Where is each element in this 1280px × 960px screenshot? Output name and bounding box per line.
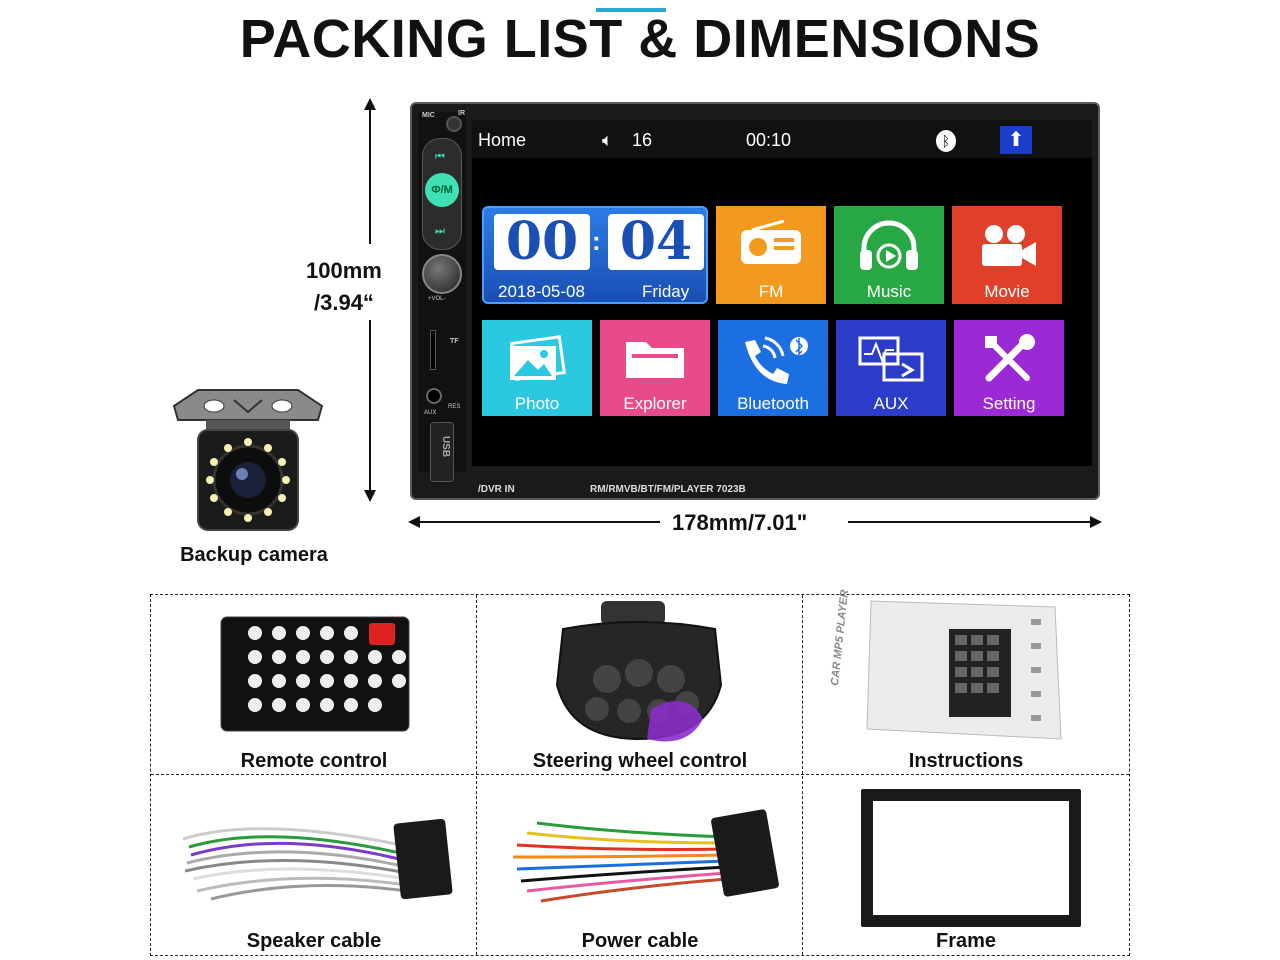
power-cable-caption: Power cable bbox=[581, 930, 699, 952]
frame-caption: Frame bbox=[935, 930, 997, 952]
width-label: 178mm/7.01" bbox=[672, 510, 808, 535]
title-accent-bar bbox=[596, 8, 666, 12]
model-label: RM/RMVB/BT/FM/PLAYER 7023B bbox=[590, 484, 746, 495]
page-title: PACKING LIST & DIMENSIONS bbox=[239, 9, 1041, 69]
mic-label: MIC bbox=[422, 112, 435, 119]
tile-photo[interactable]: Photo bbox=[482, 320, 592, 416]
photo-icon bbox=[510, 335, 566, 381]
volume-knob[interactable] bbox=[422, 254, 462, 294]
tile-explorer-label: Explorer bbox=[623, 394, 687, 413]
grid-divider bbox=[802, 595, 803, 955]
prev-track-icon[interactable]: ⏮ bbox=[435, 151, 445, 163]
volume-level: 16 bbox=[632, 130, 653, 150]
tile-fm-label: FM bbox=[758, 282, 784, 301]
steering-wheel-caption: Steering wheel control bbox=[532, 750, 748, 772]
tile-movie-label: Movie bbox=[984, 282, 1030, 301]
reset-label: RES bbox=[448, 404, 461, 410]
width-label-bg bbox=[660, 506, 848, 538]
dvr-in-label: /DVR IN bbox=[478, 484, 515, 495]
touch-screen[interactable]: Home 🔈︎ 16 00:10 ᛒ ⬆ 00 : 04 2018-05-08 … bbox=[472, 120, 1092, 466]
tile-movie[interactable]: Movie bbox=[952, 206, 1062, 304]
packing-item-steering: Steering wheel control bbox=[477, 595, 803, 775]
button-group: ⏮ Ф/M ⏭ bbox=[422, 138, 462, 250]
speaker-icon: 🔈︎ bbox=[602, 130, 613, 150]
tile-explorer[interactable]: Explorer bbox=[600, 320, 710, 416]
aux-jack[interactable] bbox=[426, 388, 442, 404]
volume-label: +VOL- bbox=[428, 296, 446, 302]
packing-item-speaker-cable: Speaker cable bbox=[151, 775, 477, 955]
usb-port[interactable]: USB bbox=[430, 422, 454, 482]
aux-label: AUX bbox=[424, 410, 437, 416]
packing-list-grid: Remote control Steering wheel control CA… bbox=[150, 589, 1130, 956]
backup-camera-image bbox=[172, 389, 324, 531]
radio-icon bbox=[741, 220, 801, 264]
bluetooth-icon: ᛒ bbox=[936, 130, 956, 152]
clock-widget[interactable]: 00 : 04 2018-05-08 Friday bbox=[482, 206, 708, 304]
frame-image bbox=[861, 789, 1081, 927]
home-up-icon[interactable]: ⬆ bbox=[1000, 126, 1032, 154]
grid-divider bbox=[476, 595, 477, 955]
control-panel: MIC IR ⏮ Ф/M ⏭ +VOL- TF AUX RES USB bbox=[418, 110, 466, 482]
remote-control-caption: Remote control bbox=[240, 750, 388, 772]
tile-aux-label: AUX bbox=[873, 394, 909, 413]
phone-bluetooth-icon bbox=[745, 336, 808, 384]
tile-fm[interactable]: FM bbox=[716, 206, 826, 304]
speaker-cable-image bbox=[182, 818, 453, 901]
mic-sensor bbox=[446, 116, 462, 132]
home-label[interactable]: Home bbox=[478, 130, 527, 150]
headphones-icon bbox=[860, 220, 918, 270]
grid-divider bbox=[151, 774, 1129, 775]
tf-card-slot[interactable] bbox=[430, 330, 436, 370]
tile-music-label: Music bbox=[866, 282, 912, 301]
height-label-mm: 100mm bbox=[306, 258, 382, 283]
next-track-icon[interactable]: ⏭ bbox=[435, 225, 445, 237]
power-cable-image bbox=[512, 809, 779, 903]
tile-bluetooth-label: Bluetooth bbox=[737, 394, 809, 413]
booklet-title: CAR MP5 PLAYER bbox=[829, 589, 852, 687]
remote-control-image bbox=[220, 616, 410, 732]
packing-item-instructions: CAR MP5 PLAYER Instructions bbox=[803, 589, 1129, 775]
power-mode-button[interactable]: Ф/M bbox=[425, 173, 459, 207]
aux-icon bbox=[858, 336, 924, 382]
head-unit: MIC IR ⏮ Ф/M ⏭ +VOL- TF AUX RES USB Home… bbox=[410, 102, 1100, 500]
tile-setting-label: Setting bbox=[982, 394, 1036, 413]
camera-icon bbox=[982, 225, 1036, 266]
ir-label: IR bbox=[458, 110, 465, 117]
instructions-booklet-image bbox=[866, 600, 1062, 740]
clock-day: Friday bbox=[642, 282, 690, 301]
tile-photo-label: Photo bbox=[514, 394, 560, 413]
height-label-bg bbox=[300, 244, 420, 320]
clock-hours: 00 bbox=[494, 214, 590, 270]
height-label-inch: /3.94“ bbox=[314, 290, 374, 315]
tile-music[interactable]: Music bbox=[834, 206, 944, 304]
tile-setting[interactable]: Setting bbox=[954, 320, 1064, 416]
speaker-cable-caption: Speaker cable bbox=[246, 930, 382, 952]
tile-aux[interactable]: AUX bbox=[836, 320, 946, 416]
packing-item-remote: Remote control bbox=[151, 595, 477, 775]
status-bar bbox=[472, 120, 1092, 158]
packing-item-power-cable: Power cable bbox=[477, 775, 803, 955]
steering-wheel-control-image bbox=[555, 601, 723, 742]
tile-bluetooth[interactable]: Bluetooth bbox=[718, 320, 828, 416]
clock-date: 2018-05-08 bbox=[498, 282, 585, 301]
tf-label: TF bbox=[450, 338, 459, 345]
wrench-icon bbox=[985, 334, 1035, 382]
instructions-caption: Instructions bbox=[908, 750, 1024, 772]
backup-camera-caption: Backup camera bbox=[180, 544, 328, 566]
clock-minutes: 04 bbox=[608, 214, 704, 270]
clock-colon: : bbox=[592, 226, 601, 256]
usb-label: USB bbox=[440, 435, 452, 458]
packing-item-frame: Frame bbox=[803, 775, 1129, 955]
folder-icon bbox=[626, 342, 684, 378]
status-time: 00:10 bbox=[746, 130, 792, 150]
